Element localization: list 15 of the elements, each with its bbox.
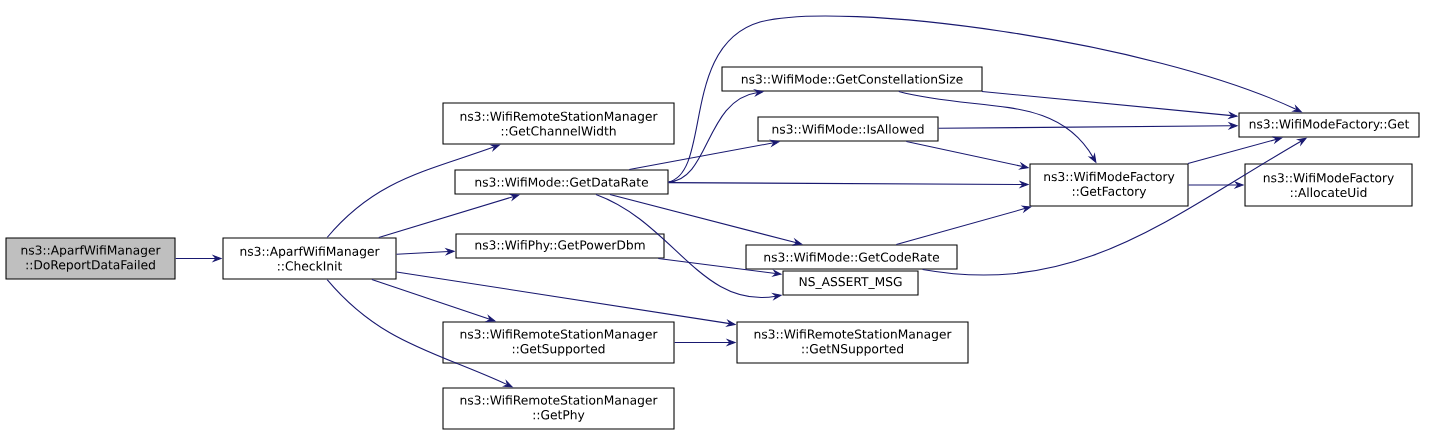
function-box: ns3::WifiModeFactory::Get [1238,112,1420,138]
function-box: ns3::WifiRemoteStationManager ::GetChannelWidth [442,102,675,145]
function-box: ns3::WifiModeFactory ::AllocateUid [1244,163,1413,207]
function-box: ns3::WifiMode::GetCodeRate [745,244,958,270]
function-box: ns3::WifiMode::GetDataRate [454,169,669,195]
function-box: ns3::WifiRemoteStationManager ::GetPhy [442,387,675,430]
function-box: ns3::WifiPhy::GetPowerDbm [455,233,665,259]
function-box: ns3::AparfWifiManager ::CheckInit [222,237,397,280]
function-box: ns3::WifiModeFactory ::GetFactory [1029,163,1189,207]
function-box: ns3::WifiRemoteStationManager ::GetNSupported [736,321,969,364]
function-box: ns3::AparfWifiManager ::DoReportDataFailed [5,237,176,280]
function-box: ns3::WifiMode::IsAllowed [757,116,939,142]
function-box: ns3::WifiMode::GetConstellationSize [721,66,983,92]
function-box: NS_ASSERT_MSG [782,270,919,296]
function-box: ns3::WifiRemoteStationManager ::GetSupported [442,321,675,364]
